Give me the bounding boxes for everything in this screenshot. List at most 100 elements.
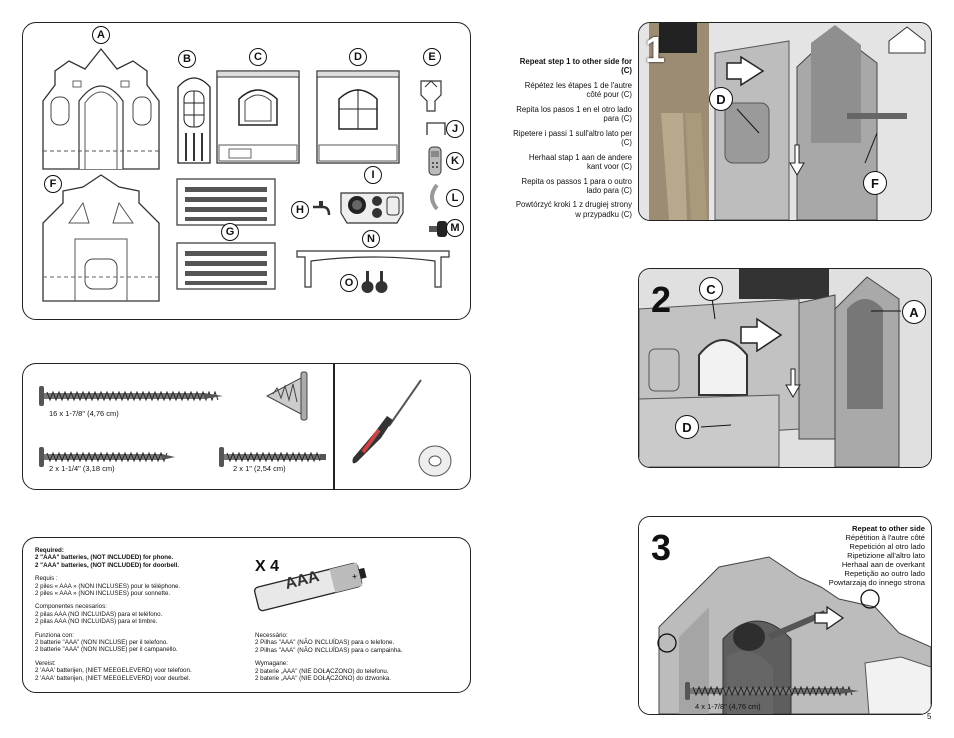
es-line-1: 2 pilas AAA (NO INCLUIDAS) para el teléf…	[35, 610, 163, 618]
part-c-side-wall	[216, 70, 300, 164]
label-d: D	[349, 48, 367, 66]
pl-head: Wymagane:	[255, 660, 288, 668]
en-line-1: 2 "AAA" batteries, (NOT INCLUDED) for ph…	[35, 554, 174, 562]
pt-head: Necessário:	[255, 632, 288, 639]
step3-number: 3	[651, 527, 672, 568]
step2-number: 2	[651, 279, 672, 320]
wall-anchor-icon	[265, 371, 308, 421]
part-j-bracket	[426, 122, 446, 135]
part-m-knob	[429, 221, 447, 237]
es-line-2: 2 pilas AAA (NO INCLUIDAS) para el timbr…	[35, 618, 158, 626]
part-i-stove	[340, 192, 404, 224]
step3-fr: Répétition à l'autre côté	[845, 533, 925, 542]
step2-label-d: D	[675, 415, 699, 439]
short-screw-b-caption: 2 x 1" (2,54 cm)	[233, 464, 286, 473]
pl-line-1: 2 baterie „AAA" (NIE DOŁĄCZONO) do telef…	[255, 667, 389, 675]
step1-es: Repita los pasos 1 en el otro lado para …	[516, 104, 632, 124]
step3-screw-caption: 4 x 1-7/8" (4,76 cm)	[695, 702, 761, 711]
step1-nl: Herhaal stap 1 aan de andere kant voor (…	[528, 152, 632, 171]
battery-icon: +	[253, 562, 367, 612]
battery-panel: Required: 2 "AAA" batteries, (NOT INCLUD…	[22, 537, 471, 693]
label-m: M	[446, 219, 464, 237]
part-g-roof-panel-top	[176, 178, 276, 226]
step1-photo: 1 D F	[638, 22, 932, 221]
fr-head: Requis :	[35, 575, 58, 583]
step1-illustration	[639, 23, 931, 220]
svg-text:+: +	[351, 571, 359, 582]
label-g: G	[221, 223, 239, 241]
part-e-chimney	[420, 80, 442, 112]
step1-instructions: Repeat step 1 to other side for (C) Répé…	[512, 57, 632, 224]
en-head: Required:	[35, 547, 64, 554]
step1-label-d: D	[709, 87, 733, 111]
step3-es: Repetición al otro lado	[849, 542, 925, 551]
part-o-keys	[361, 271, 388, 293]
step3-pt: Repetição ao outro lado	[844, 569, 925, 578]
long-screw-icon	[39, 386, 223, 406]
pt-line-1: 2 Pilhas "AAA" (NÃO INCLUÍDAS) para o te…	[255, 639, 395, 647]
parts-panel: A B C D E F G H I J K L M N O	[22, 22, 471, 320]
step2-label-a: A	[902, 300, 926, 324]
part-b-door	[177, 77, 211, 164]
label-b: B	[178, 50, 196, 68]
step2-illustration	[639, 269, 931, 467]
hardware-divider	[333, 364, 335, 489]
label-f: F	[44, 175, 62, 193]
label-c: C	[249, 48, 267, 66]
part-k-phone	[428, 146, 442, 176]
label-n: N	[362, 230, 380, 248]
short-screw-b-icon	[219, 447, 326, 467]
step1-it: Ripetere i passi 1 sull'altro lato per (…	[513, 128, 632, 147]
step3-instructions: Repeat to other side Répétition à l'autr…	[807, 524, 925, 587]
part-f-back-wall	[42, 174, 160, 302]
nl-line-1: 2 'AAA' batterijen, (NIET MEEGELEVERD) v…	[35, 667, 192, 675]
short-screw-a-icon	[39, 447, 175, 467]
nl-head: Vereist:	[35, 659, 56, 667]
part-h-faucet	[313, 201, 331, 216]
label-h: H	[291, 201, 309, 219]
step2-label-c: C	[699, 277, 723, 301]
it-head: Funziona con:	[35, 631, 74, 639]
fr-line-1: 2 piles « AAA » (NON INCLUSES) pour le t…	[35, 582, 181, 590]
part-n-beam	[296, 250, 450, 288]
part-d-side-wall	[316, 70, 400, 164]
en-line-2: 2 "AAA" batteries, (NOT INCLUDED) for do…	[35, 561, 180, 569]
part-l-hook	[430, 183, 439, 211]
step1-label-f: F	[863, 171, 887, 195]
label-a: A	[92, 26, 110, 44]
step3-photo: 4 x 1-7/8" (4,76 cm) 3 Repeat to other s…	[638, 516, 932, 715]
step1-number: 1	[645, 29, 666, 70]
page-number: 5	[927, 712, 932, 721]
step3-en: Repeat to other side	[852, 524, 925, 533]
battery-text-left: Required: 2 "AAA" batteries, (NOT INCLUD…	[35, 547, 255, 682]
label-e: E	[423, 48, 441, 66]
battery-multiplier: X 4	[255, 558, 280, 575]
washer-icon	[418, 445, 452, 477]
step3-nl: Herhaal aan de overkant	[841, 560, 925, 569]
battery-text-right: Necessário: 2 Pilhas "AAA" (NÃO INCLUÍDA…	[255, 632, 455, 682]
step3-screw-icon	[685, 682, 859, 700]
nl-line-2: 2 'AAA' batterijen, (NIET MEEGELEVERD) v…	[35, 674, 191, 682]
step1-pl: Powtórzyć kroki 1 z drugiej strony w prz…	[515, 200, 632, 219]
label-j: J	[446, 120, 464, 138]
screwdriver-icon	[352, 379, 422, 464]
label-k: K	[446, 152, 464, 170]
short-screw-a-caption: 2 x 1-1/4" (3,18 cm)	[49, 464, 115, 473]
step3-illustration	[639, 517, 931, 714]
part-a-front-wall	[42, 47, 160, 170]
part-g-roof-panel-bottom	[176, 242, 276, 290]
step1-en: Repeat step 1 to other side for (C)	[519, 57, 632, 76]
label-i: I	[364, 166, 382, 184]
pt-line-2: 2 Pilhas "AAA" (NÃO INCLUÍDAS) para o ca…	[255, 646, 403, 654]
es-head: Componentes necesarios:	[35, 603, 107, 611]
it-line-1: 2 batterie "AAA" (NON INCLUSE) per il te…	[35, 639, 169, 647]
fr-line-2: 2 piles « AAA » (NON INCLUSES) pour sonn…	[35, 590, 171, 598]
pl-line-2: 2 baterie „AAA" (NIE DOŁĄCZONO) do dzwon…	[255, 675, 391, 683]
label-l: L	[446, 189, 464, 207]
step2-photo: 2 C A D	[638, 268, 932, 468]
step1-fr: Répétez les étapes 1 de l'autre côté pou…	[524, 80, 632, 100]
it-line-2: 2 batterie "AAA" (NON INCLUSE) per il ca…	[35, 646, 178, 654]
step3-pl: Powtarzają do innego strona	[828, 578, 925, 587]
long-screw-caption: 16 x 1-7/8" (4,76 cm)	[49, 409, 119, 418]
step1-pt: Repita os passos 1 para o outro lado par…	[521, 176, 632, 195]
